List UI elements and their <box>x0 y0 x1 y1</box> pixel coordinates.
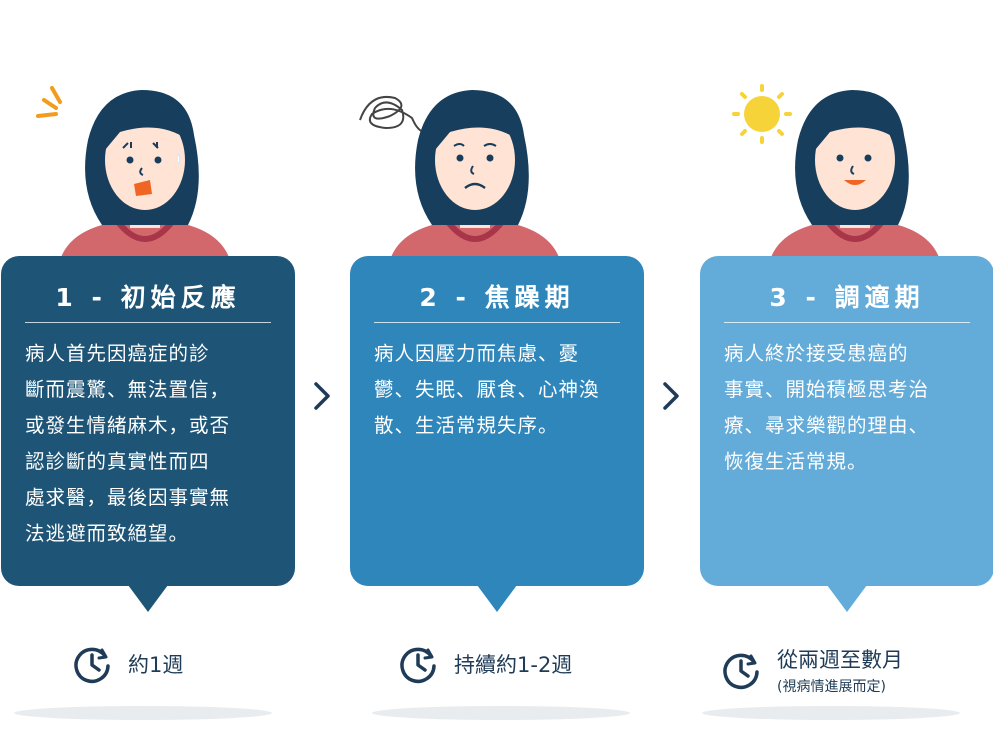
divider <box>25 322 271 323</box>
duration-stage-1: 約1週 <box>72 644 183 684</box>
duration-note: (視病情進展而定) <box>777 679 886 695</box>
description-line: 病人因壓力而焦慮、憂 <box>374 342 580 365</box>
stage-card-adjustment: 3 - 調適期 病人終於接受患癌的 事實、開始積極思考治 療、尋求樂觀的理由、 … <box>700 256 993 612</box>
figure-shocked-woman <box>36 86 230 260</box>
description-line: 事實、開始積極思考治 <box>724 378 930 401</box>
description-line: 恢復生活常規。 <box>724 450 868 473</box>
description-line: 病人首先因癌症的診 <box>25 342 210 365</box>
card-pointer <box>827 585 867 612</box>
chevron-right-icon <box>663 382 679 410</box>
description-line: 或發生情緒麻木，或否 <box>25 414 231 437</box>
duration-stage-2: 持續約1-2週 <box>398 644 572 684</box>
stage-description: 病人因壓力而焦慮、憂 鬱、失眠、厭食、心神渙 散、生活常規失序。 <box>374 336 624 444</box>
stage-description: 病人首先因癌症的診 斷而震驚、無法置信， 或發生情緒麻木，或否 認診斷的真實性而… <box>25 336 275 552</box>
sun-icon <box>732 84 792 144</box>
description-line: 處求醫，最後因事實無 <box>25 486 231 509</box>
description-line: 斷而震驚、無法置信， <box>25 378 231 401</box>
stage-title: 3 - 調適期 <box>769 283 925 312</box>
duration-stage-3: 從兩週至數月 (視病情進展而定) <box>721 644 903 696</box>
ground-shadow <box>702 706 960 720</box>
scribble-icon <box>359 96 426 133</box>
figure-anxious-woman <box>359 90 560 260</box>
description-line: 散、生活常規失序。 <box>374 414 559 437</box>
divider <box>724 322 970 323</box>
duration-text-group: 從兩週至數月 (視病情進展而定) <box>777 644 903 696</box>
stage-card-anxiety: 2 - 焦躁期 病人因壓力而焦慮、憂 鬱、失眠、厭食、心神渙 散、生活常規失序。 <box>350 256 644 612</box>
description-line: 認診斷的真實性而四 <box>25 450 210 473</box>
duration-label: 約1週 <box>128 653 184 677</box>
clock-icon <box>400 647 436 684</box>
ground-shadow <box>372 706 630 720</box>
clock-icon <box>74 647 110 684</box>
stage-card-initial-reaction: 1 - 初始反應 病人首先因癌症的診 斷而震驚、無法置信， 或發生情緒麻木，或否… <box>1 256 295 612</box>
ground-shadow <box>14 706 272 720</box>
description-line: 療、尋求樂觀的理由、 <box>724 414 930 437</box>
card-pointer <box>477 585 517 612</box>
stage-title: 1 - 初始反應 <box>55 283 241 312</box>
description-line: 法逃避而致絕望。 <box>25 522 190 545</box>
shock-mark-icon <box>36 86 62 118</box>
clock-icon <box>723 653 759 690</box>
chevron-right-icon <box>314 382 330 410</box>
stage-description: 病人終於接受患癌的 事實、開始積極思考治 療、尋求樂觀的理由、 恢復生活常規。 <box>724 336 974 480</box>
figure-calm-woman <box>732 84 940 260</box>
card-pointer <box>128 585 168 612</box>
duration-label: 持續約1-2週 <box>454 653 573 677</box>
description-line: 病人終於接受患癌的 <box>724 342 909 365</box>
divider <box>374 322 620 323</box>
stage-title: 2 - 焦躁期 <box>419 283 575 312</box>
duration-label: 從兩週至數月 <box>777 648 903 672</box>
description-line: 鬱、失眠、厭食、心神渙 <box>374 378 600 401</box>
